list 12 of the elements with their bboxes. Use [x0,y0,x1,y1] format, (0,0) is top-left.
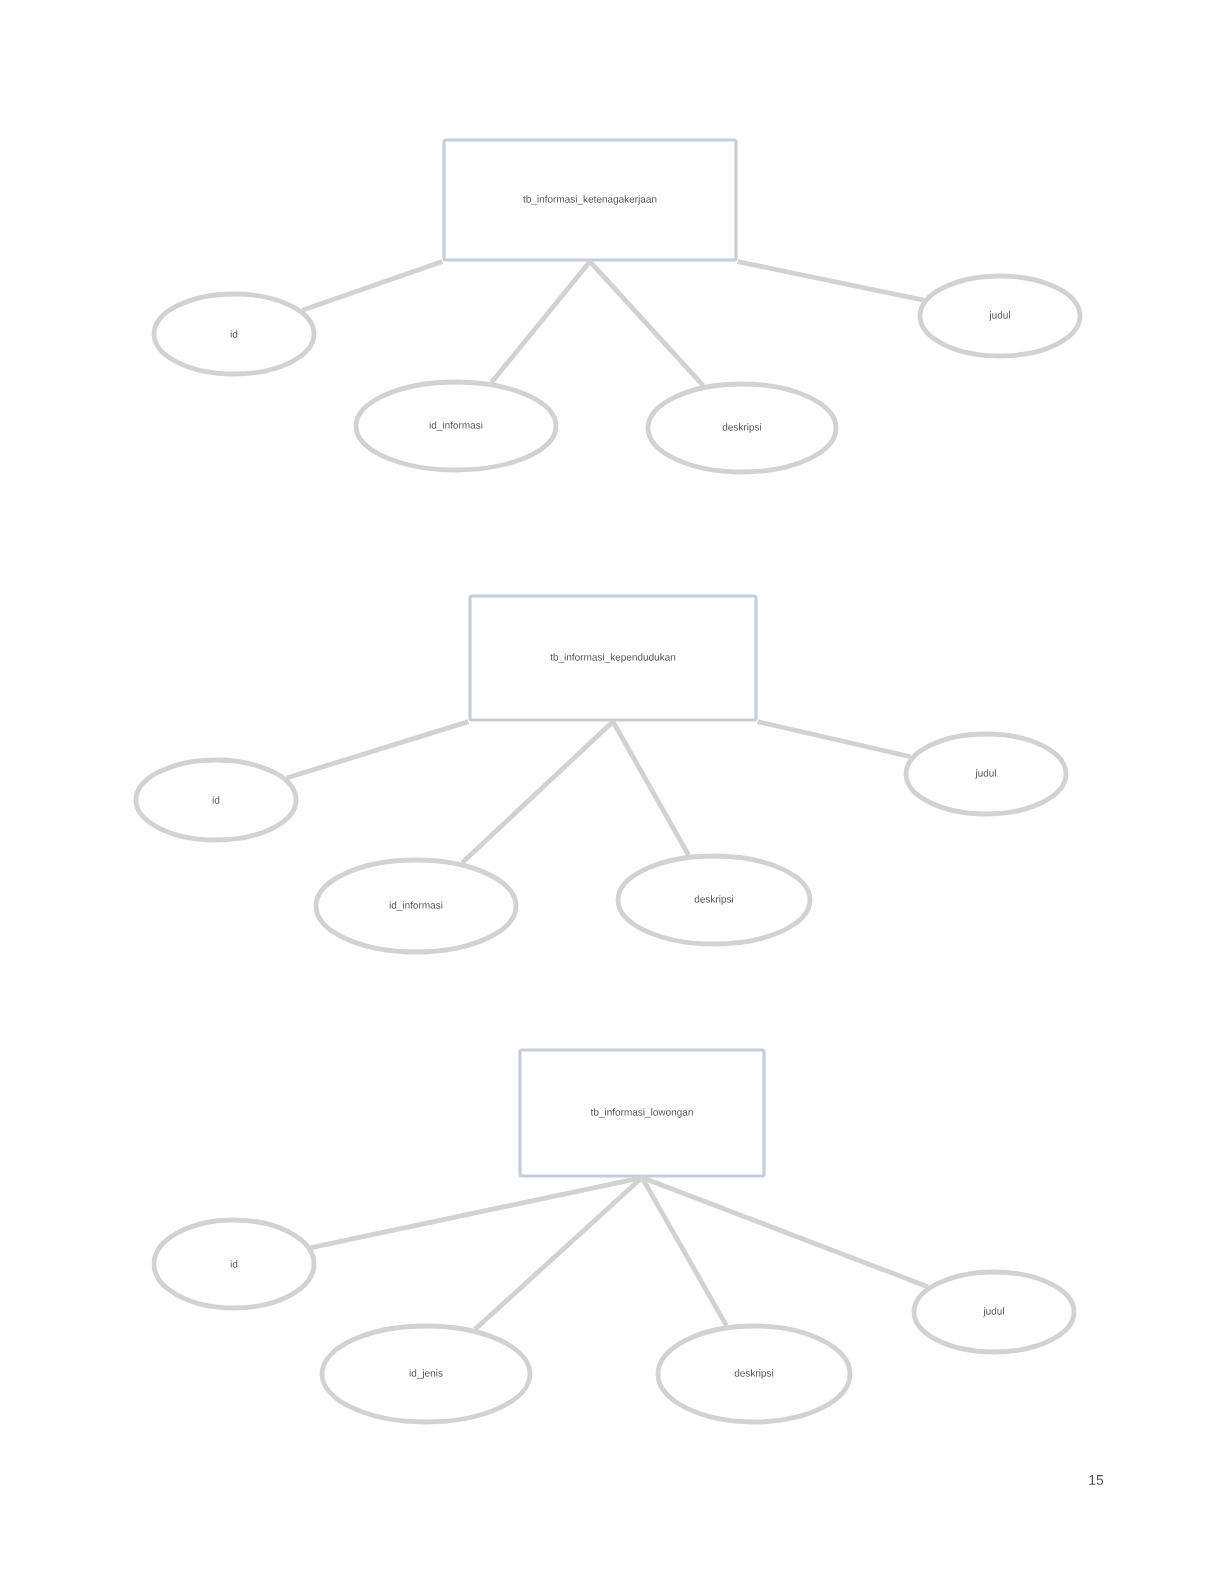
connector-line [473,1175,644,1332]
connector-line [641,1175,929,1289]
connector-line [489,260,592,384]
connector-line [737,259,925,303]
connector-line [757,719,912,760]
connector-line [639,1176,729,1327]
connector-line [285,719,470,781]
connector-line [588,259,705,388]
connector-line [460,719,615,865]
connector-line [301,259,444,313]
connector-line [310,1175,643,1250]
connector-line [610,720,691,857]
